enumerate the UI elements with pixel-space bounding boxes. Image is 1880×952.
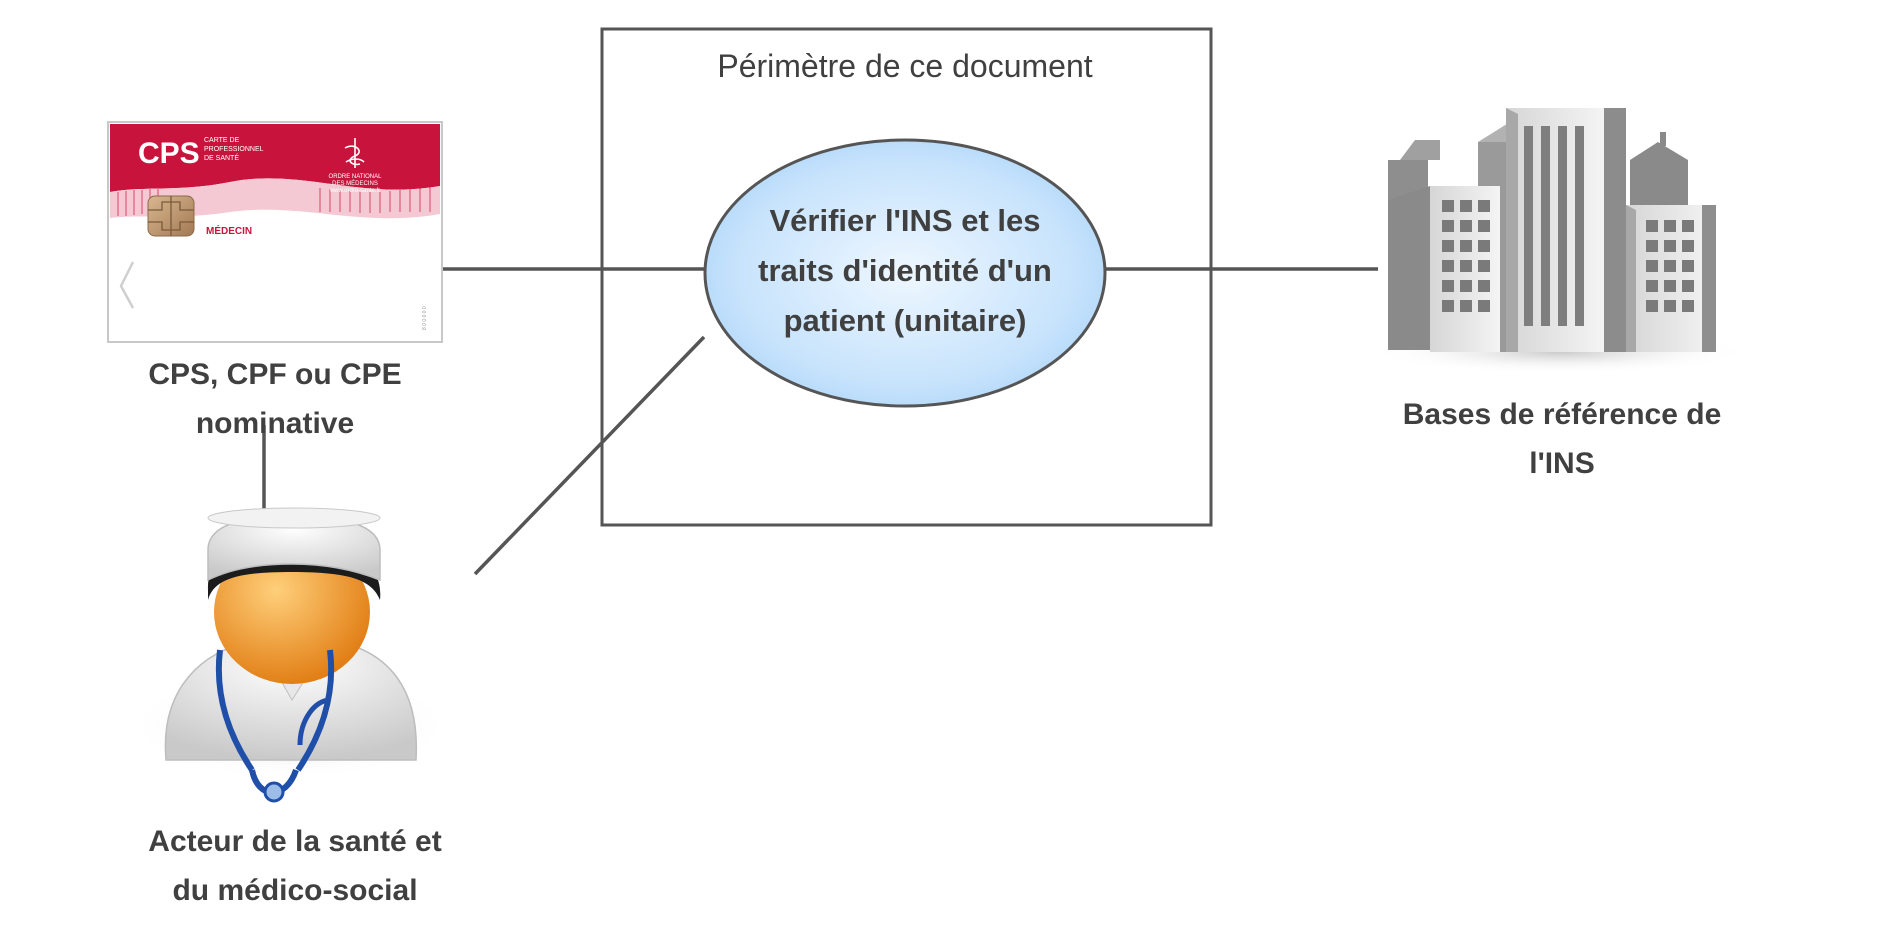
actor-label: Acteur de la santé et du médico-social <box>110 817 480 915</box>
card-profession: MÉDECIN <box>206 224 252 237</box>
card-serial: 8 0 0 0 0 0 <box>422 306 428 330</box>
actor-label-line-2: du médico-social <box>172 874 418 907</box>
use-case-ellipse <box>703 138 1107 408</box>
cps-card-icon: CPS CARTE DE PROFESSIONNEL DE SANTÉ ORDR… <box>107 121 443 343</box>
use-case-line-1: Vérifier l'INS et les <box>769 203 1041 238</box>
connector-actor-usecase <box>473 335 706 576</box>
card-subtitle-2: PROFESSIONNEL <box>204 146 264 153</box>
reference-label-line-1: Bases de référence de <box>1402 398 1722 431</box>
chip-icon <box>147 195 195 237</box>
use-case[interactable] <box>703 138 1107 408</box>
use-case-line-3: patient (unitaire) <box>783 303 1027 338</box>
actor-label-line-1: Acteur de la santé et <box>148 825 442 858</box>
card-subtitle-1: CARTE DE <box>204 137 240 144</box>
doctor-icon <box>130 507 450 803</box>
reference-label: Bases de référence de l'INS <box>1372 390 1752 488</box>
scope-title: Périmètre de ce document <box>717 48 1093 84</box>
card-label-line-2: nominative <box>195 407 355 440</box>
use-case-line-2: traits d'identité d'un <box>758 253 1052 288</box>
card-subtitle-3: DE SANTÉ <box>204 153 239 162</box>
card-label-line-1: CPS, CPF ou CPE <box>148 358 402 391</box>
card-org-1: ORDRE NATIONAL <box>329 174 383 180</box>
reference-label-line-2: l'INS <box>1529 447 1595 480</box>
buildings-icon <box>1370 108 1750 374</box>
card-org-2: DES MÉDECINS <box>332 180 378 187</box>
card-brand: CPS <box>138 137 200 170</box>
scope-boundary <box>600 27 1213 527</box>
card-arrow-icon <box>119 261 135 309</box>
use-case-label[interactable]: Vérifier l'INS et les traits d'identité … <box>705 196 1105 346</box>
card-org-3: www.ordre-sante.fr <box>329 188 380 194</box>
connectors <box>262 267 1378 576</box>
card-label: CPS, CPF ou CPE nominative <box>120 350 430 448</box>
caduceus-icon <box>344 138 365 168</box>
